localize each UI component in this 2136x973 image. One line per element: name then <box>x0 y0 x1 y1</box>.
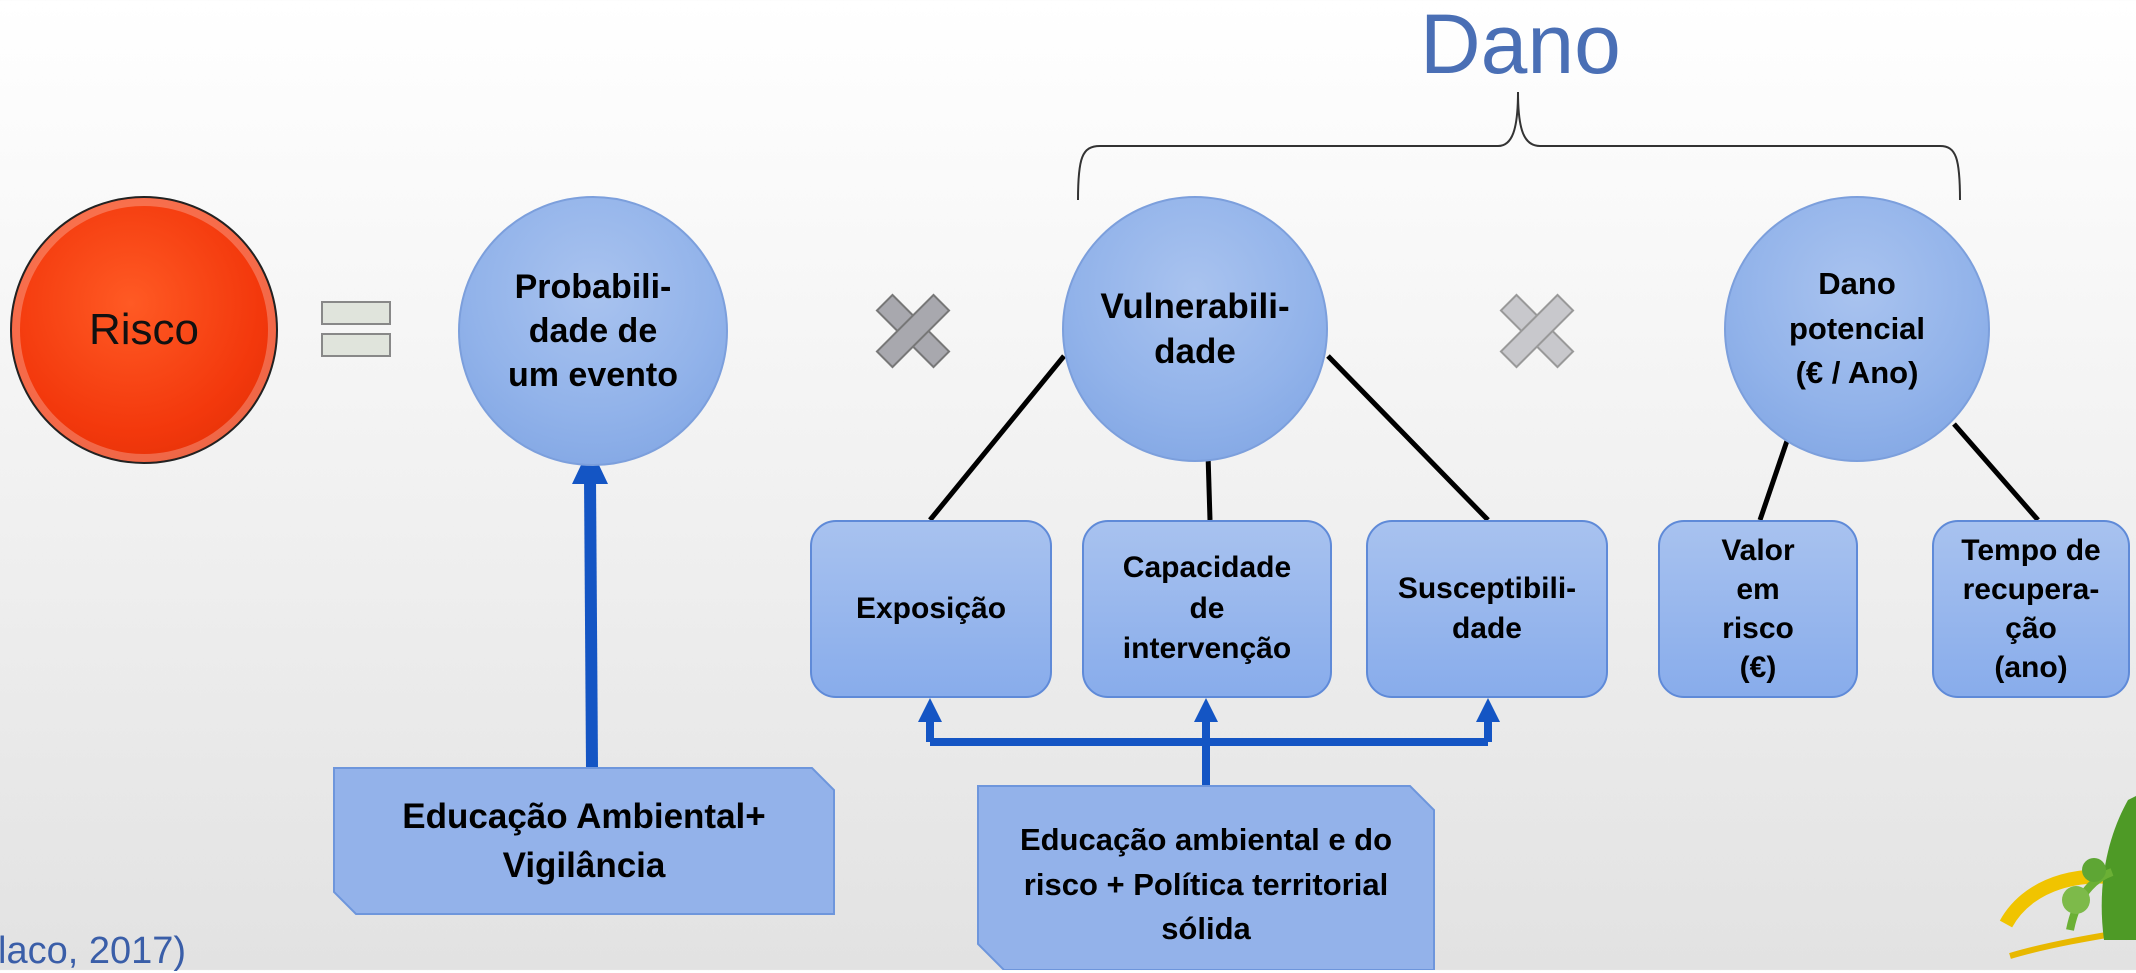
connector-vuln-exposicao <box>928 354 1066 522</box>
connector-dano-valor <box>1757 431 1793 521</box>
factor-box-valor: Valor em risco (€) <box>1658 520 1858 698</box>
multiply-icon <box>1499 293 1575 369</box>
factor-label: Tempo de recupera- ção (ano) <box>1961 534 2101 684</box>
callout-left-text: Educação Ambiental+ Vigilância <box>402 797 766 885</box>
logo-icon <box>1999 796 2136 959</box>
multiply-icon <box>875 293 951 369</box>
connector-vuln-suscept <box>1326 354 1490 522</box>
factor-label: Susceptibili- dade <box>1397 571 1577 646</box>
factor-label: Valor em risco (€) <box>1721 534 1795 684</box>
dano-brace <box>1077 91 1961 201</box>
probability-label: Probabili- dade de um evento <box>507 267 679 395</box>
factor-box-capacidade: Capacidade de intervenção <box>1082 520 1332 698</box>
arrow-head-exposicao <box>918 698 942 722</box>
callout-right-text: Educação ambiental e do risco + Política… <box>1019 821 1393 947</box>
diagram-title: Dano <box>1420 0 1621 91</box>
equals-icon <box>321 301 391 357</box>
arrow-head-capacidade <box>1194 698 1218 722</box>
vulnerability-label: Vulnerabili- dade <box>1100 286 1290 372</box>
connector-dano-tempo <box>1952 422 2040 522</box>
arrow-shaft-probability <box>584 477 598 769</box>
factor-box-exposicao: Exposição <box>810 520 1052 698</box>
vulnerability-circle: Vulnerabili- dade <box>1062 196 1328 462</box>
connector-vuln-capacidade <box>1205 453 1213 521</box>
damage-circle: Dano potencial (€ / Ano) <box>1724 196 1990 462</box>
probability-circle: Probabili- dade de um evento <box>458 196 728 466</box>
callout-right: Educação ambiental e do risco + Política… <box>978 800 1434 970</box>
citation-text: laco, 2017) <box>0 930 187 972</box>
risk-label: Risco <box>88 305 200 354</box>
callout-right-shape <box>977 785 1435 970</box>
risk-circle: Risco <box>10 196 278 464</box>
arrow-head-suscept <box>1476 698 1500 722</box>
callout-left-shape <box>333 767 835 915</box>
factor-box-susceptibilidade: Susceptibili- dade <box>1366 520 1608 698</box>
factor-box-tempo: Tempo de recupera- ção (ano) <box>1932 520 2130 698</box>
damage-label: Dano potencial (€ / Ano) <box>1788 265 1926 391</box>
callout-left: Educação Ambiental+ Vigilância <box>334 768 834 914</box>
factor-label: Capacidade de intervenção <box>1122 551 1292 666</box>
factor-label: Exposição <box>855 591 1007 625</box>
